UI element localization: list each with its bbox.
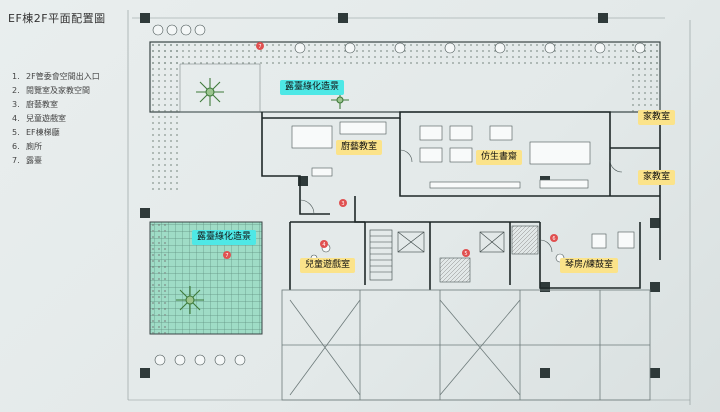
top-terrace	[149, 41, 661, 192]
door-swings	[299, 149, 623, 253]
svg-text:7: 7	[258, 44, 261, 50]
number-markers: 7 7 3 4 5 6	[223, 42, 558, 259]
label-terrace-left: 露臺綠化造景	[192, 230, 257, 245]
structural-grid	[281, 289, 651, 401]
toilet-area	[439, 225, 539, 283]
legend-item: 7.露臺	[12, 156, 42, 165]
legend-item: 2.閱覽室及家教空間	[12, 86, 90, 95]
svg-text:3: 3	[341, 201, 344, 207]
label-tutor-room-1: 家教室	[638, 110, 676, 125]
marker-3: 3	[339, 199, 347, 207]
frame-lines	[127, 10, 691, 405]
label-tutor-room-2: 家教室	[638, 170, 676, 185]
page-title: EF棟2F平面配置圖	[8, 12, 106, 25]
marker-7-top: 7	[256, 42, 264, 50]
marker-4: 4	[320, 240, 328, 248]
label-kids-room: 兒童遊戲室	[300, 258, 356, 273]
legend-item: 5.EF棟梯廳	[12, 128, 60, 137]
svg-text:6: 6	[552, 236, 555, 242]
legend-item: 1.2F管委會空間出入口	[12, 72, 100, 81]
furniture	[291, 121, 635, 263]
label-terrace-top: 露臺綠化造景	[280, 80, 345, 95]
label-cooking-room: 廚藝教室	[336, 140, 383, 155]
label-study-room: 仿生書齋	[476, 150, 523, 165]
marker-6: 6	[550, 234, 558, 242]
shrub-row	[152, 24, 646, 366]
legend-item: 4.兒童遊戲室	[12, 114, 66, 123]
marker-7-left: 7	[223, 251, 231, 259]
legend-item: 3.廚藝教室	[12, 100, 58, 109]
svg-text:4: 4	[322, 242, 325, 248]
svg-text:7: 7	[225, 253, 228, 259]
interior-walls	[261, 111, 661, 290]
legend-item: 6.廁所	[12, 142, 42, 151]
legend-list: 1.2F管委會空間出入口 2.閱覽室及家教空間 3.廚藝教室 4.兒童遊戲室 5…	[12, 70, 100, 168]
tree-symbols	[176, 78, 349, 314]
stair-core	[369, 229, 505, 281]
label-music-room: 琴房/練鼓室	[560, 258, 619, 273]
svg-text:5: 5	[464, 251, 467, 257]
marker-5: 5	[462, 249, 470, 257]
